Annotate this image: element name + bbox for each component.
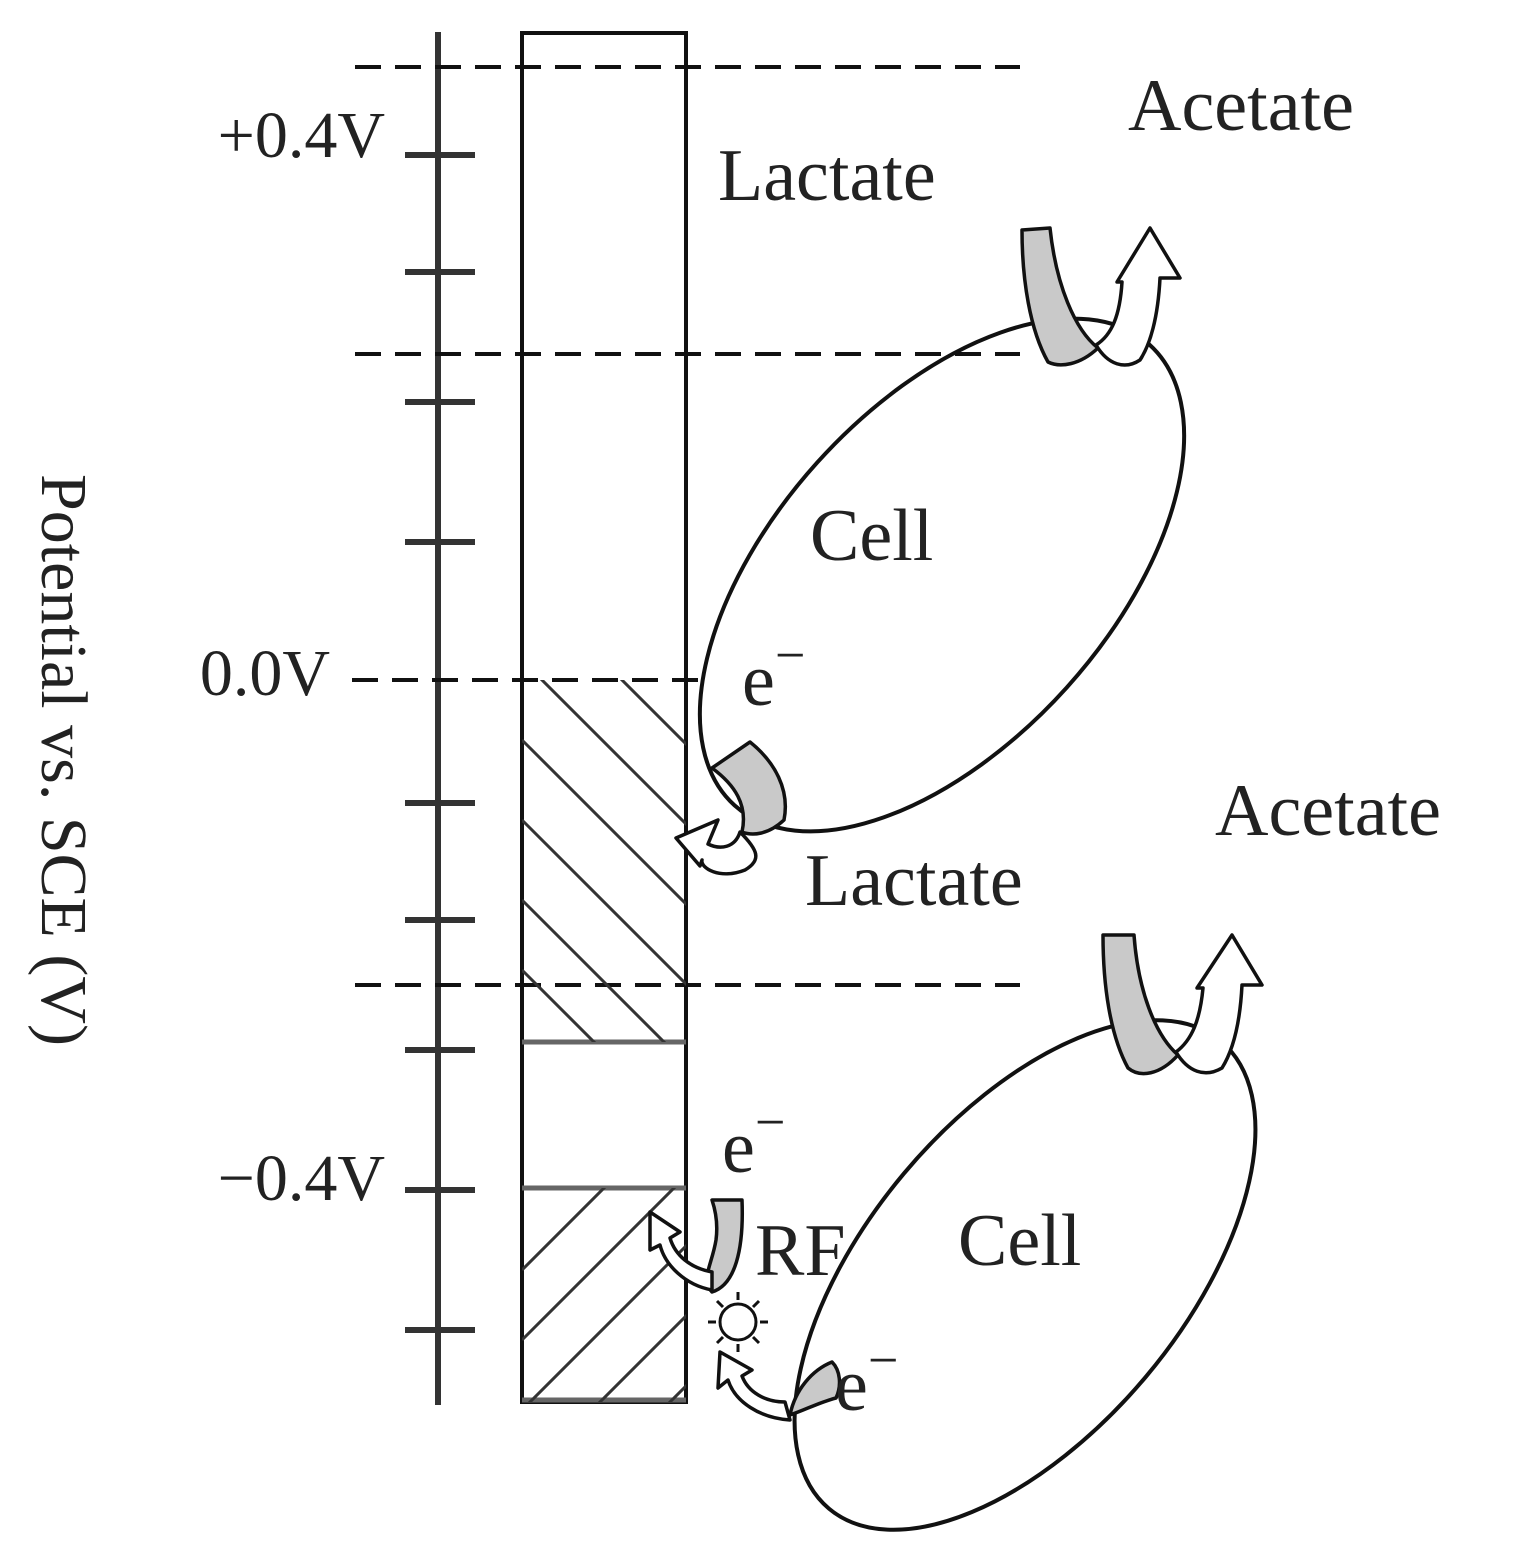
rf-label: RF [755, 1210, 846, 1292]
hatched-region-upper [522, 680, 686, 1042]
cell-label-top: Cell [810, 495, 933, 577]
tick-label-zero: 0.0V [200, 637, 330, 710]
acetate-release-arrow-upper [1094, 226, 1182, 367]
cell-upper [697, 316, 1187, 834]
lactate-uptake-arrow-upper [1020, 226, 1100, 367]
electron-transfer-arrow-upper [710, 740, 787, 836]
lactate-label-top: Lactate [718, 135, 936, 217]
axis-title: Potential vs. SCE (V) [27, 474, 100, 1046]
electron-transfer-arrow-lower [788, 1360, 842, 1417]
electron-label-mid: e− [722, 1092, 785, 1189]
tick-label-plus-0-4: +0.4V [218, 99, 385, 172]
electron-release-arrow-lower [716, 1350, 792, 1422]
sun-icon [708, 1292, 768, 1352]
electron-label-top: e− [742, 625, 805, 722]
cell-label-bottom: Cell [958, 1200, 1081, 1282]
electron-label-bottom: e− [835, 1330, 898, 1427]
tick-label-minus-0-4: −0.4V [218, 1142, 385, 1215]
lactate-uptake-arrow-lower [1101, 933, 1180, 1076]
rf-oxidation-arrow [648, 1210, 714, 1292]
lactate-label-bottom: Lactate [805, 840, 1023, 922]
acetate-label-bottom: Acetate [1215, 770, 1441, 852]
acetate-label-top: Acetate [1128, 65, 1354, 147]
acetate-release-arrow-lower [1174, 933, 1264, 1075]
electron-return-arrow-upper [674, 818, 758, 876]
axis-ticks [405, 152, 475, 1333]
